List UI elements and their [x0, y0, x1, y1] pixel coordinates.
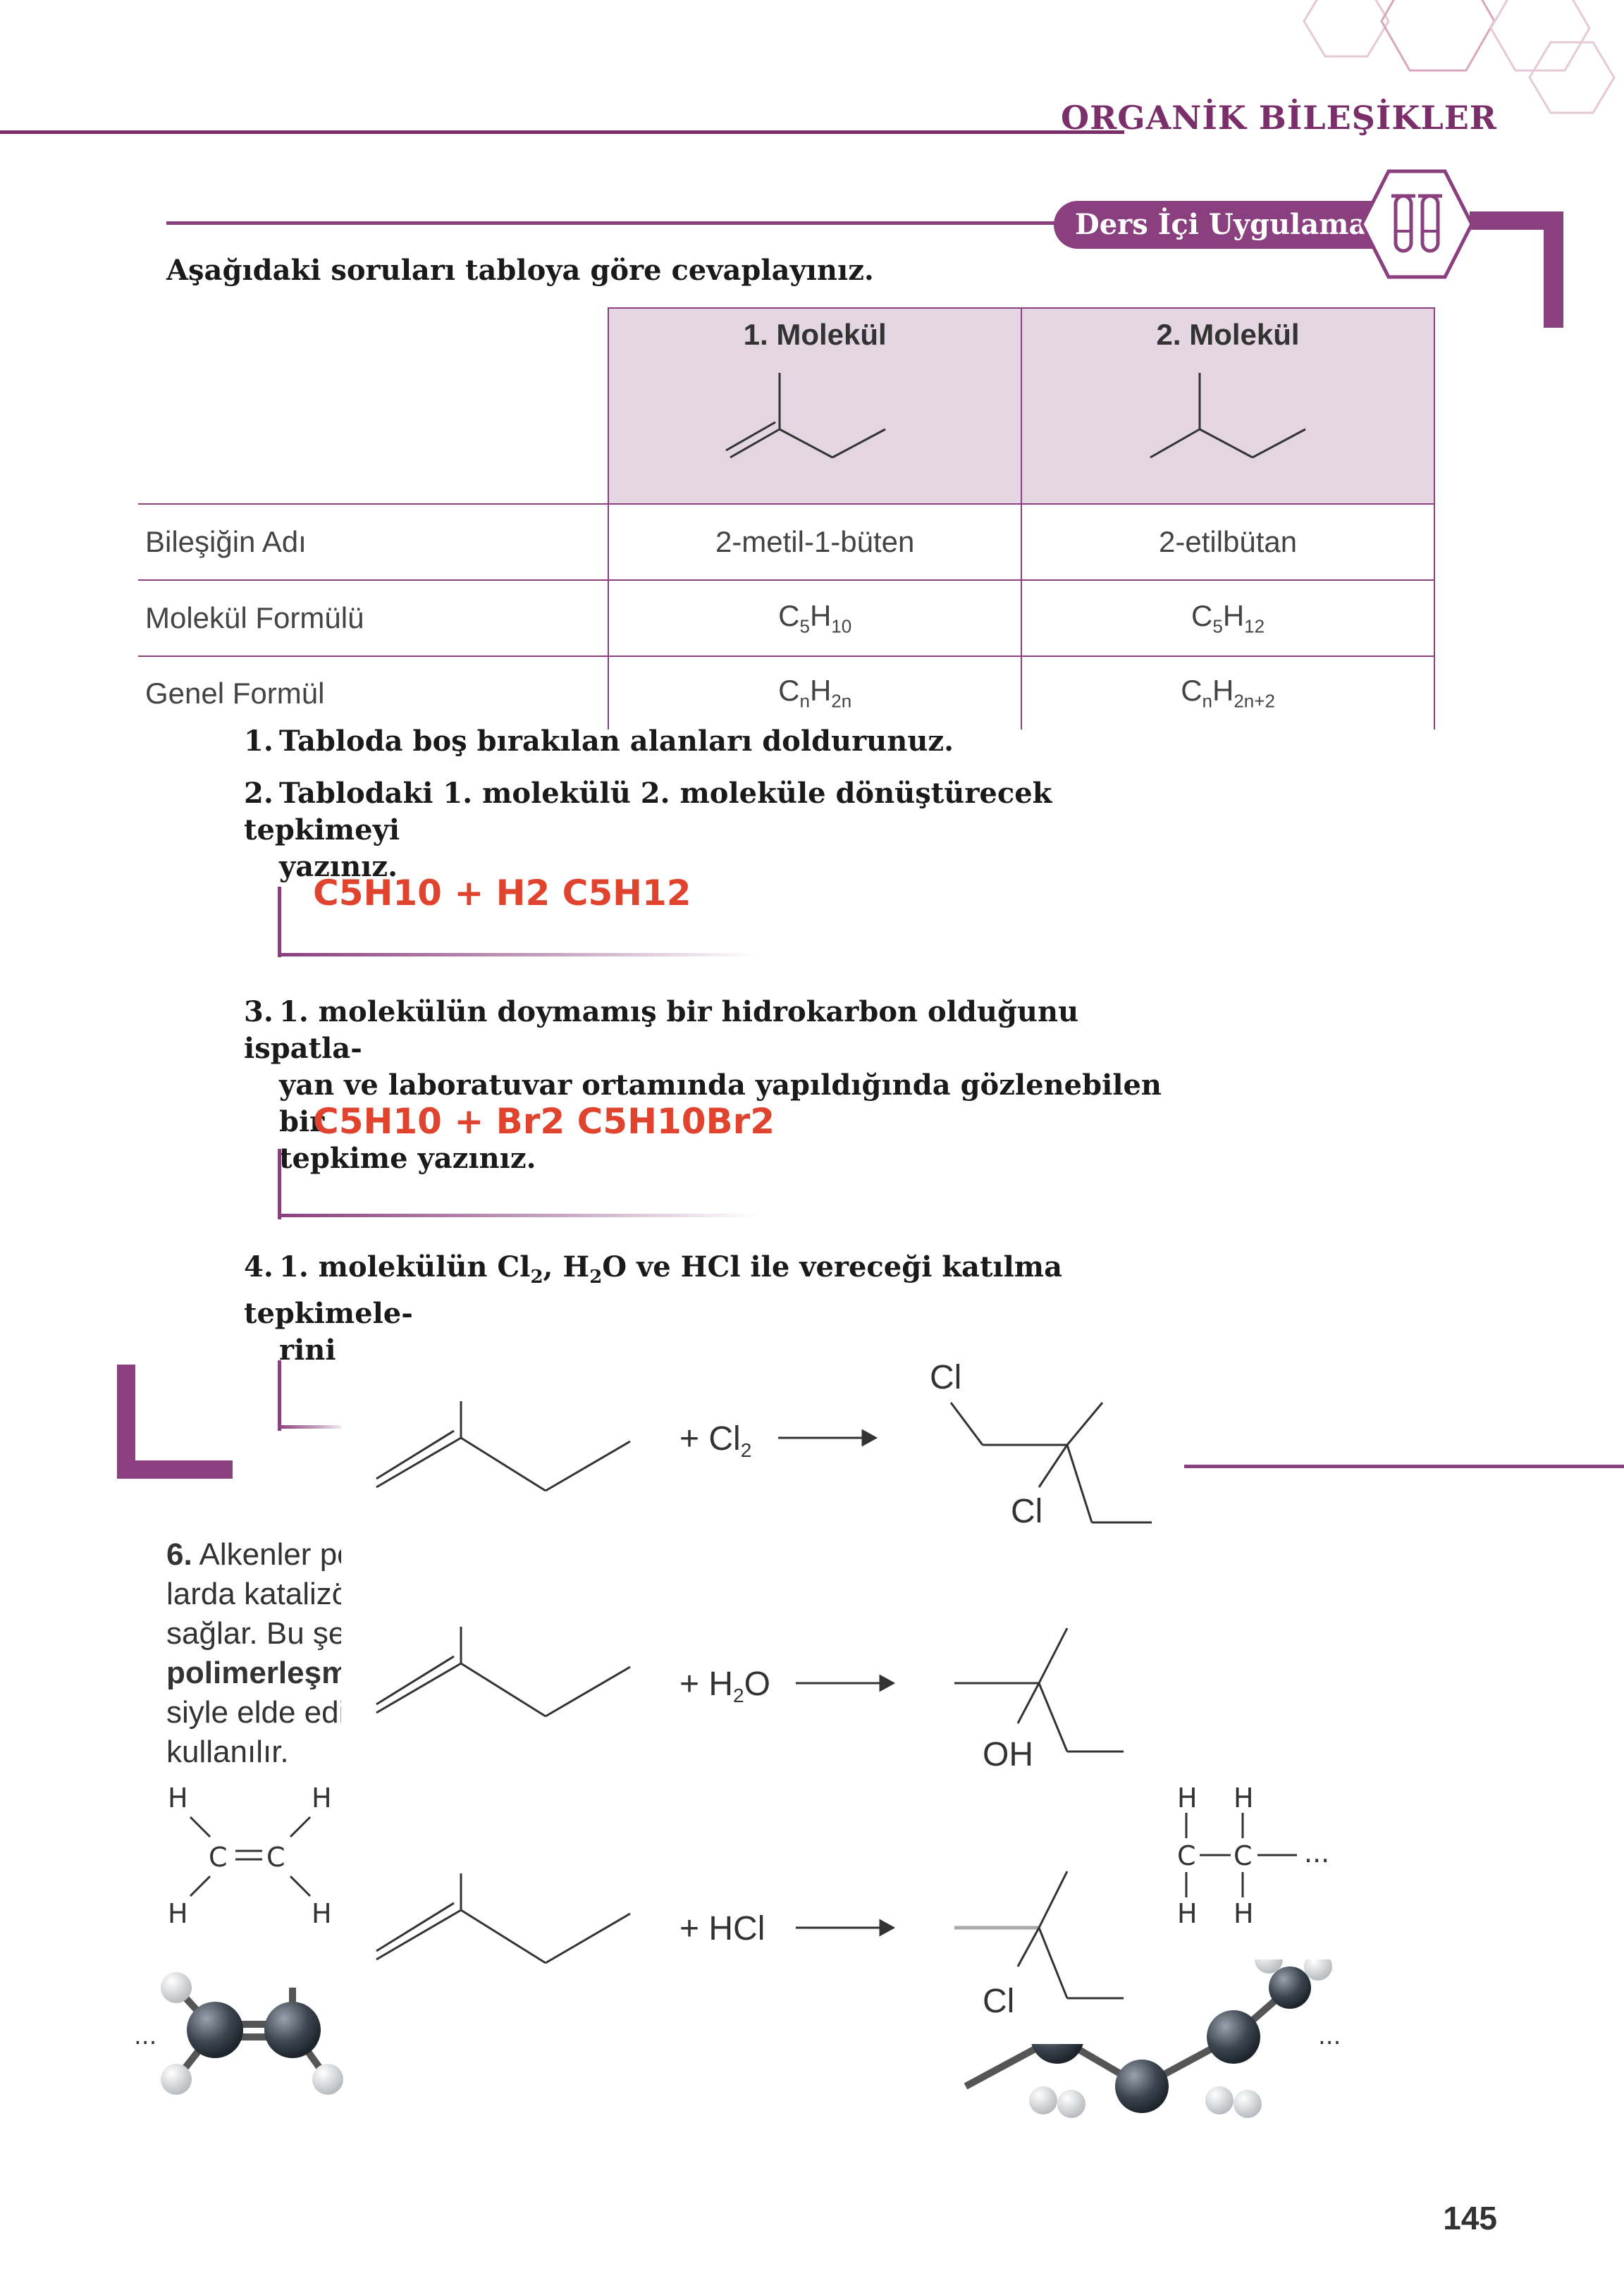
svg-text:Cl: Cl: [983, 1983, 1014, 2020]
cell-name-2: 2-etilbütan: [1021, 503, 1435, 581]
cell-formula-2: C5H12: [1021, 579, 1435, 657]
svg-text:H: H: [1234, 1783, 1254, 1814]
molecule-2-structure: [1150, 373, 1306, 459]
row-label-name: Bileşiğin Adı: [138, 503, 610, 581]
cell-general-1: CnH2n: [608, 655, 1023, 730]
question-1: 1.Tabloda boş bırakılan alanları dolduru…: [244, 725, 954, 758]
answer-4-border: [278, 1360, 281, 1431]
test-tube-icon: [1360, 169, 1473, 279]
answer-2: C5H10 + H2 C5H12: [313, 873, 691, 913]
intro-text: Aşağıdaki soruları tabloya göre cevaplay…: [166, 254, 874, 287]
question-6-text: 6. Alkenler po larda katalizö sağlar. Bu…: [166, 1537, 355, 1769]
question-3: 3.1. molekülün doymamış bir hidrokarbon …: [244, 995, 1162, 1175]
answer-3-line: [278, 1214, 757, 1217]
molecule-table: 1. Molekül 2. Molekül: [138, 307, 1435, 730]
corner-bracket-bottom: [117, 1365, 135, 1477]
svg-text:C: C: [266, 1842, 285, 1873]
svg-text:H: H: [312, 1783, 332, 1814]
cell-formula-1: C5H10: [608, 579, 1023, 657]
svg-text:H: H: [168, 1783, 188, 1814]
page-number: 145: [1443, 2200, 1497, 2236]
svg-text:+ H2O: + H2O: [679, 1666, 770, 1706]
molecule-1-structure: [725, 373, 886, 459]
svg-text:...: ...: [1304, 1837, 1329, 1869]
cell-name-1: 2-metil-1-büten: [608, 503, 1023, 581]
col-header-1: 1. Molekül: [608, 307, 1023, 505]
answer-2-border: [278, 887, 281, 957]
row-label-general: Genel Formül: [138, 655, 610, 730]
reactions-diagram: + Cl2 Cl Cl + H2O OH + HCl Cl: [376, 1359, 1152, 2020]
svg-text:...: ...: [1318, 2022, 1341, 2050]
answer-4-line: [278, 1425, 348, 1429]
svg-text:C: C: [1234, 1840, 1253, 1871]
corner-bracket-top: [1544, 211, 1563, 328]
chapter-title: ORGANİK BİLEŞİKLER: [1061, 99, 1497, 137]
svg-text:H: H: [168, 1898, 188, 1929]
svg-text:H: H: [1177, 1898, 1198, 1929]
question-2: 2.Tablodaki 1. molekülü 2. moleküle dönü…: [244, 777, 1052, 883]
svg-text:H: H: [312, 1898, 332, 1929]
col-title-1: 1. Molekül: [743, 318, 887, 351]
corner-bracket-bottom-h: [117, 1460, 233, 1479]
col-header-2: 2. Molekül: [1021, 307, 1435, 505]
section-rule: [166, 221, 1083, 225]
svg-text:OH: OH: [983, 1736, 1033, 1773]
hexagon-decoration: [1303, 0, 1616, 114]
ball-stick-models: ... ... ... ...: [134, 1959, 1341, 2118]
row-label-formula: Molekül Formülü: [138, 579, 610, 657]
right-rule: [1184, 1465, 1624, 1468]
reactions-overlay: + Cl2 Cl Cl + H2O OH + HCl Cl: [341, 1339, 1170, 2044]
svg-text:...: ...: [134, 2022, 156, 2050]
table-corner: [138, 308, 610, 505]
svg-text:+ Cl2: + Cl2: [679, 1420, 751, 1461]
section-badge: Ders İçi Uygulama: [1054, 201, 1396, 249]
answer-3: C5H10 + Br2 C5H10Br2: [313, 1101, 775, 1142]
cell-general-2: CnH2n+2: [1021, 655, 1435, 730]
answer-3-border: [278, 1149, 281, 1219]
polymer-structure: H H C C H H ...: [1177, 1783, 1329, 1929]
svg-text:Cl: Cl: [930, 1359, 961, 1396]
ethylene-structure: H H C C H H: [168, 1783, 332, 1929]
svg-text:H: H: [1177, 1783, 1198, 1814]
col-title-2: 2. Molekül: [1156, 318, 1300, 351]
answer-2-line: [278, 953, 757, 956]
svg-text:H: H: [1234, 1898, 1254, 1929]
svg-text:+ HCl: + HCl: [679, 1910, 765, 1947]
svg-text:C: C: [209, 1842, 228, 1873]
svg-text:Cl: Cl: [1011, 1493, 1042, 1530]
corner-bracket-top-h: [1470, 211, 1563, 230]
header-rule: [0, 130, 1124, 134]
svg-text:C: C: [1177, 1840, 1196, 1871]
